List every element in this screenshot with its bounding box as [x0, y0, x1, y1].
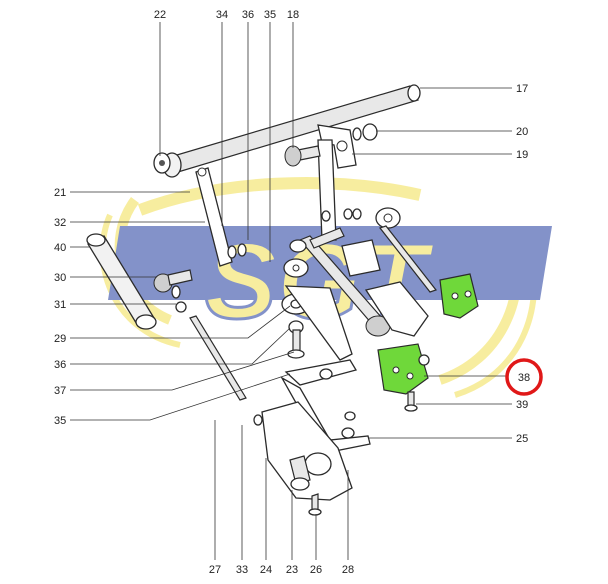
callout-17: 17	[516, 83, 528, 95]
lever-arm-34	[195, 167, 233, 267]
leader-lines	[70, 22, 512, 560]
callout-30: 30	[54, 272, 66, 284]
washer-20	[352, 123, 378, 141]
highlighted-bracket-upper	[439, 273, 479, 319]
callout-36-top: 36	[242, 9, 254, 21]
callout-20: 20	[516, 126, 528, 138]
ball-joint-30	[153, 269, 193, 313]
callout-24: 24	[260, 564, 272, 576]
callout-37: 37	[54, 385, 66, 397]
callout-22: 22	[154, 9, 166, 21]
callout-38: 38	[518, 372, 530, 384]
callout-18: 18	[287, 9, 299, 21]
hose-40	[86, 233, 157, 330]
bolt-23	[289, 455, 311, 491]
bolt-18	[284, 145, 321, 167]
highlighted-bracket-38	[377, 343, 430, 412]
callout-labels: 22 34 36 35 18 17 20 19 38 39 25 21 32 4…	[54, 9, 530, 576]
callout-35-top: 35	[264, 9, 276, 21]
bolt-26	[308, 493, 322, 516]
lever-plate-center	[284, 239, 429, 361]
long-rod-27	[189, 315, 247, 401]
main-shaft	[153, 84, 421, 178]
callout-23: 23	[286, 564, 298, 576]
callout-28: 28	[342, 564, 354, 576]
callout-27: 27	[209, 564, 221, 576]
callout-36-left: 36	[54, 359, 66, 371]
callout-31: 31	[54, 299, 66, 311]
small-washers-top	[321, 208, 362, 222]
callout-21: 21	[54, 187, 66, 199]
callout-19: 19	[516, 149, 528, 161]
callout-26: 26	[310, 564, 322, 576]
callout-39: 39	[516, 399, 528, 411]
callout-40: 40	[54, 242, 66, 254]
plate-assembly-25	[253, 359, 371, 501]
highlight-ring	[505, 358, 543, 396]
linkage-rod-right	[375, 207, 437, 293]
callout-32: 32	[54, 217, 66, 229]
small-washers-left	[227, 243, 247, 259]
callout-34: 34	[216, 9, 228, 21]
callout-29: 29	[54, 333, 66, 345]
callout-33: 33	[236, 564, 248, 576]
linkage-rod-main	[298, 227, 391, 337]
callout-35-left: 35	[54, 415, 66, 427]
callout-25: 25	[516, 433, 528, 445]
